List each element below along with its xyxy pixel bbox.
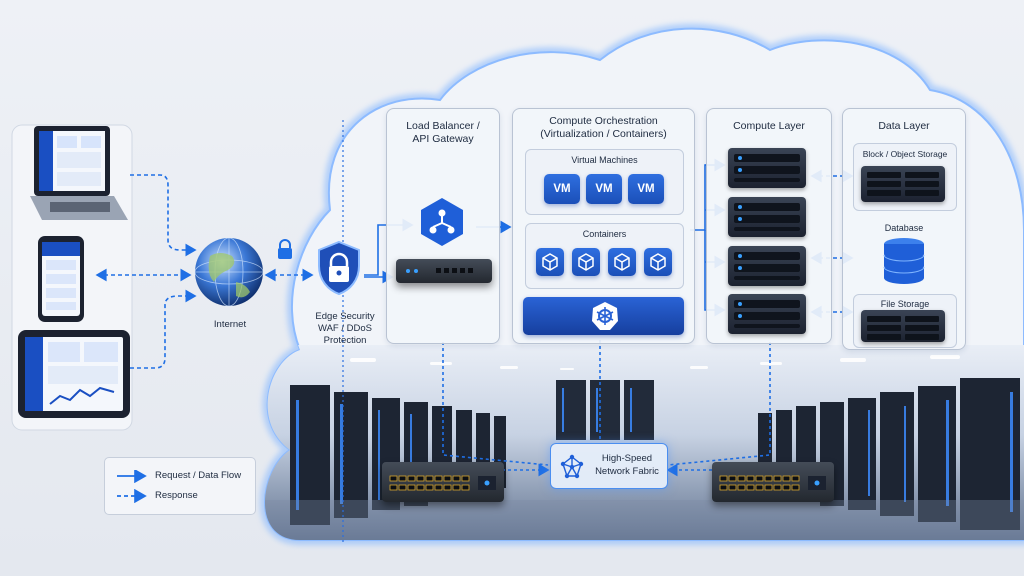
block-storage-label: Block / Object Storage [862,149,948,159]
load-balancer-device [396,259,492,283]
legend-lines [117,470,147,504]
compute-server-2 [728,197,806,237]
container-icon [536,248,564,276]
internet-label: Internet [213,319,247,330]
kubernetes-bar [523,297,684,335]
vm-3: VM [628,174,664,204]
compute-orchestration-panel: Compute Orchestration (Virtualization / … [512,108,695,344]
smartphone-icon [38,236,84,326]
kubernetes-icon [592,302,618,330]
network-fabric-label: High-Speed Network Fabric [595,453,659,477]
api-gateway-icon [420,197,464,247]
compute-server-4 [728,294,806,334]
compute-layer-title: Compute Layer [733,120,805,132]
network-mesh-icon [560,454,584,479]
vm-1: VM [544,174,580,204]
edge-security-label: Edge Security WAF / DDoS Protection [315,311,375,346]
legend-request-label: Request / Data Flow [155,470,242,481]
file-storage-label: File Storage [880,299,930,309]
containers-group: Containers [525,223,684,289]
container-icon [572,248,600,276]
compute-server-1 [728,148,806,188]
virtual-machines-group: Virtual Machines VM VM VM [525,149,684,215]
container-icon [608,248,636,276]
laptop-icon [30,126,130,226]
compute-server-3 [728,246,806,286]
database-label: Database [884,223,924,233]
block-storage-device [861,166,945,202]
data-layer-title: Data Layer [878,120,930,132]
database-icon [882,236,926,286]
virtual-machines-label: Virtual Machines [571,155,638,165]
file-storage-device [861,310,945,342]
network-switch-right [712,462,834,502]
lock-icon [276,238,294,260]
network-fabric-box: High-Speed Network Fabric [550,443,668,489]
vm-2: VM [586,174,622,204]
legend: Request / Data Flow Response [104,457,256,515]
network-switch-left [382,462,504,502]
containers-label: Containers [582,229,627,239]
shield-icon [316,240,362,296]
legend-response-label: Response [155,490,198,501]
container-icon [644,248,672,276]
tablet-icon [18,330,134,426]
